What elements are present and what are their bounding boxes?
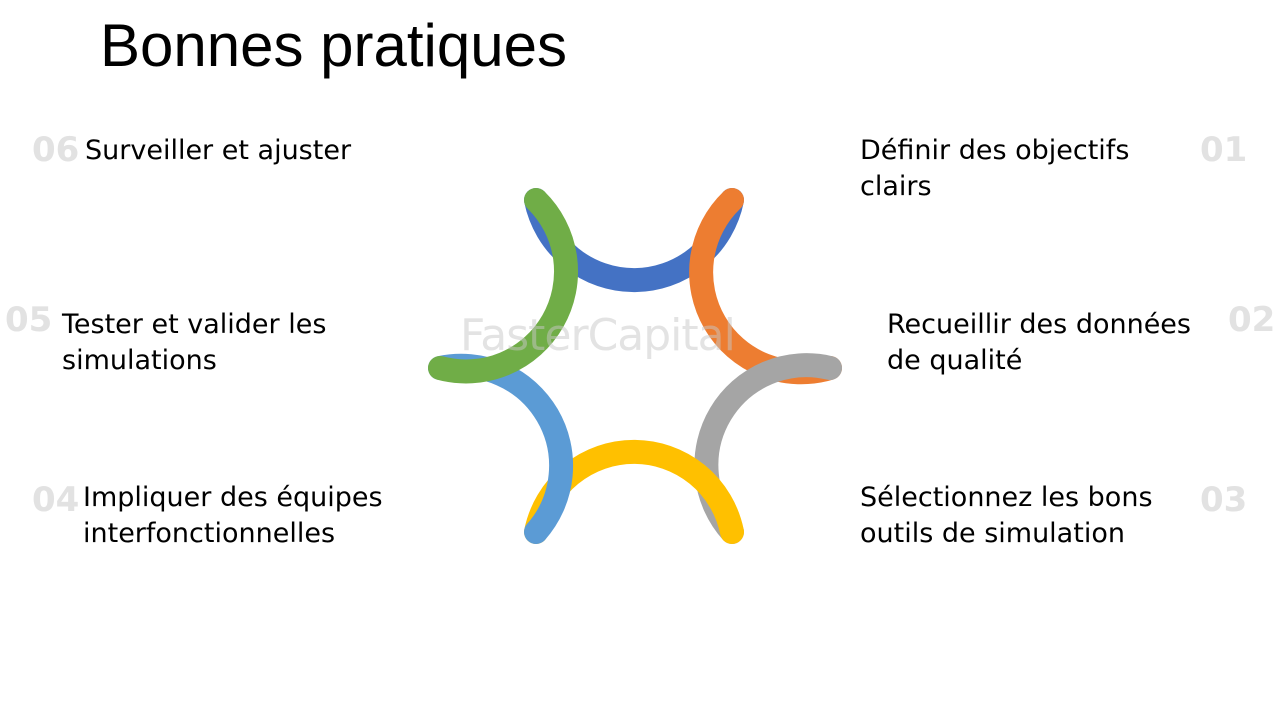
step-05-text: Tester et valider les simulations — [62, 309, 327, 376]
step-06-text: Surveiller et ajuster — [85, 135, 352, 166]
step-01-text: Définir des objectifs clairs — [860, 135, 1130, 202]
step-03-text: Sélectionnez les bons outils de simulati… — [860, 482, 1153, 549]
step-03-number: 03 — [1200, 480, 1248, 520]
step-01-number: 01 — [1200, 130, 1248, 170]
step-06-number: 06 — [32, 130, 80, 170]
step-04-text: Impliquer des équipes interfonctionnelle… — [83, 482, 383, 549]
step-02-number: 02 — [1228, 300, 1276, 340]
arc-green — [428, 188, 578, 384]
arc-light-blue — [428, 353, 574, 544]
watermark-logo: FasterCapital — [460, 310, 736, 361]
step-02-text: Recueillir des données de qualité — [887, 309, 1191, 376]
step-05-number: 05 — [5, 300, 53, 340]
step-04-number: 04 — [32, 480, 80, 520]
page-title: Bonnes pratiques — [100, 12, 567, 79]
